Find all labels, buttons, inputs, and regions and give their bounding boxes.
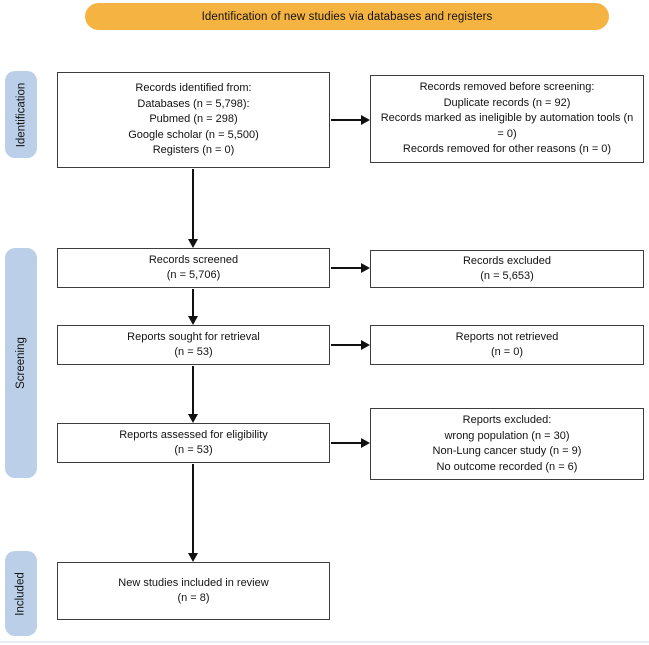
banner-label: Identification of new studies via databa… <box>201 10 493 23</box>
box-text-line: Reports sought for retrieval <box>127 330 260 343</box>
box-text-line: Records screened <box>148 253 239 266</box>
stage-label-identification: Identification <box>15 82 28 147</box>
arrow-head-right-icon <box>361 263 370 273</box>
box-text-line: (n = 5,706) <box>166 269 221 281</box>
box-new-studies-included: New studies included in review (n = 8) <box>57 562 330 620</box>
box-text-line: Non-Lung cancer study (n = 9) <box>432 445 582 457</box>
box-records-screened: Records screened (n = 5,706) <box>57 248 330 288</box>
box-text-line: Duplicate records (n = 92) <box>443 96 571 109</box>
box-text-line: Reports not retrieved <box>455 330 559 343</box>
stage-label-included: Included <box>15 571 28 616</box>
stage-pill-screening: Screening <box>5 248 37 478</box>
box-text-line: (n = 53) <box>174 444 213 456</box>
box-text-line: (n = 0) <box>490 346 524 358</box>
box-text-line: Records identified from: <box>135 82 252 95</box>
box-text-line: New studies included in review <box>118 576 269 589</box>
stage-pill-identification: Identification <box>5 71 37 158</box>
box-text-line: Reports excluded: <box>462 414 552 426</box>
arrow-line <box>331 442 361 444</box>
box-text-line: Pubmed (n = 298) <box>149 113 238 126</box>
arrow-line <box>192 169 194 239</box>
box-text-line: Databases (n = 5,798): <box>137 97 250 110</box>
arrow-line <box>192 289 194 316</box>
box-text-line: (n = 8) <box>177 592 210 604</box>
arrow-head-down-icon <box>188 553 198 562</box>
box-text-line: Records excluded <box>462 254 552 267</box>
arrow-head-right-icon <box>361 115 370 125</box>
arrow-head-right-icon <box>361 340 370 350</box>
stage-label-screening: Screening <box>15 337 28 389</box>
box-reports-not-retrieved: Reports not retrieved (n = 0) <box>370 325 644 365</box>
box-records-excluded: Records excluded (n = 5,653) <box>370 250 644 288</box>
arrow-line <box>331 267 361 269</box>
box-text-line: Registers (n = 0) <box>152 144 235 157</box>
arrow-line <box>331 119 361 121</box>
arrow-head-down-icon <box>188 239 198 248</box>
box-text-line: Reports assessed for eligibility <box>119 428 268 441</box>
box-text-line: (n = 5,653) <box>480 270 534 282</box>
box-text-line: wrong population (n = 30) <box>444 429 570 442</box>
box-text-line: Google scholar (n = 5,500) <box>128 128 259 141</box>
box-reports-excluded: Reports excluded: wrong population (n = 3… <box>370 408 644 480</box>
arrow-head-right-icon <box>361 438 370 448</box>
page-bottom-border <box>0 641 649 643</box>
box-reports-assessed-for-eligibility: Reports assessed for eligibility (n = 53) <box>57 423 330 463</box>
box-text-line: Records removed before screening: <box>419 81 595 94</box>
box-text-line: No outcome recorded (n = 6) <box>436 460 578 473</box>
arrow-head-down-icon <box>188 316 198 325</box>
box-text-line: (n = 53) <box>174 346 213 358</box>
box-reports-sought-for-retrieval: Reports sought for retrieval (n = 53) <box>57 325 330 365</box>
arrow-head-down-icon <box>188 414 198 423</box>
stage-pill-included: Included <box>5 551 37 636</box>
box-text-line: Records removed for other reasons (n = 0… <box>402 143 612 156</box>
arrow-line <box>192 366 194 414</box>
box-text-line: Records marked as ineligible by automati… <box>380 112 634 140</box>
box-records-removed-before-screening: Records removed before screening: Duplica… <box>370 75 644 163</box>
arrow-line <box>331 344 361 346</box>
box-records-identified: Records identified from: Databases (n = 5… <box>57 72 330 168</box>
arrow-line <box>192 464 194 553</box>
banner-identification-of-new-studies: Identification of new studies via databa… <box>85 3 609 30</box>
